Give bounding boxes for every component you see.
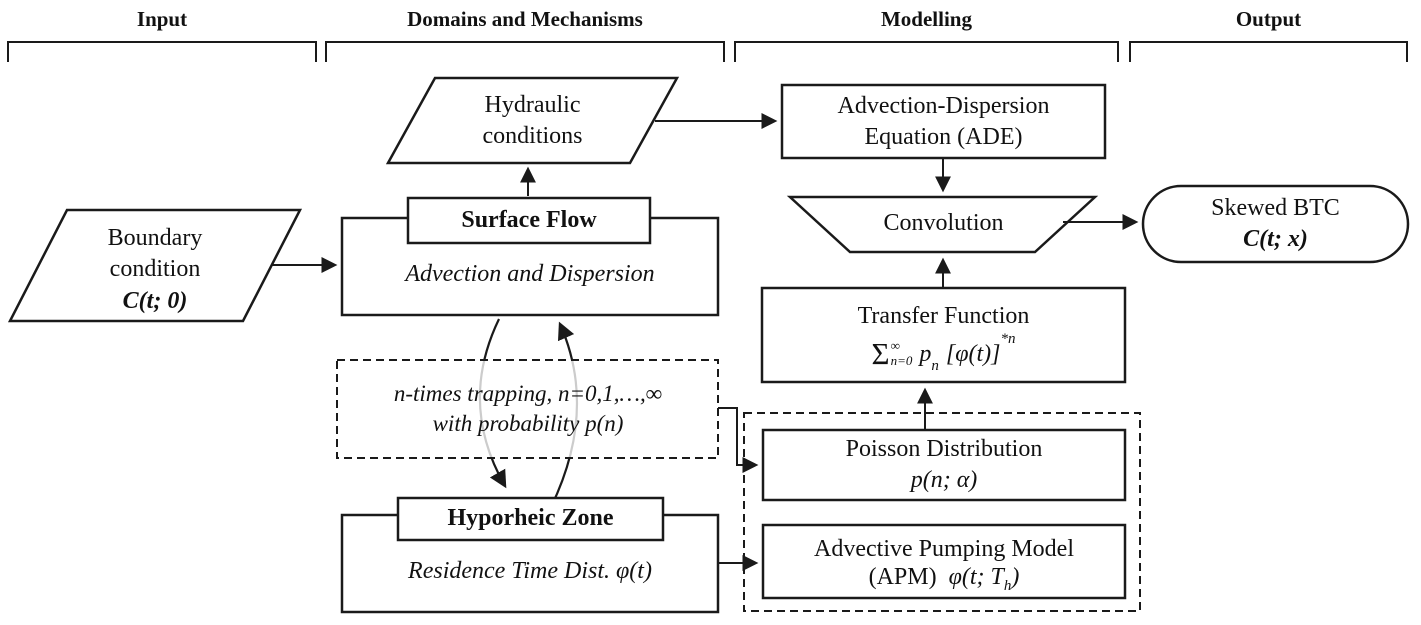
section-header-output-label: Output (1235, 7, 1302, 32)
trapping-note-line2: with probability p(n) (432, 411, 624, 436)
section-header-modelling: Modelling (735, 5, 1118, 35)
apm-abbrev: (APM) (868, 564, 937, 591)
sigma-limits: ∞ n=0 (890, 337, 913, 369)
hydraulic-conditions-line1: Hydraulic (484, 91, 581, 118)
hyporheic-zone-subtitle-label: Residence Time Dist. φ(t) (408, 558, 652, 585)
modelling-dashed-container (743, 412, 1141, 612)
transfer-function-title: Transfer Function (857, 302, 1030, 329)
poisson-node: Poisson Distribution p(n; α) (763, 432, 1125, 498)
convolution-shape (786, 195, 1099, 254)
skewed-btc-shape (1141, 184, 1410, 264)
hydraulic-conditions-line2: conditions (482, 123, 583, 149)
transfer-function-formula: Σ ∞ n=0 p n [φ(t)] *n (871, 332, 1016, 374)
poisson-box (761, 428, 1127, 502)
ade-line2: Equation (ADE) (864, 124, 1023, 150)
transfer-function-node: Transfer Function Σ ∞ n=0 p n [φ(t)] *n (762, 293, 1125, 377)
bracket-input (7, 41, 317, 62)
convolution-label: Convolution (883, 210, 1004, 237)
boundary-condition-formula: C(t; 0) (122, 287, 188, 314)
convolution-node: Convolution (820, 198, 1067, 250)
formula-exponent: *n (1000, 331, 1016, 348)
hyporheic-zone-title: Hyporheic Zone (398, 498, 663, 540)
hydraulic-conditions-shape (385, 76, 680, 165)
ade-line1: Advection-Dispersion (837, 92, 1050, 119)
apm-formula: (APM) φ(t; T h ) (868, 564, 1020, 594)
section-header-output: Output (1130, 5, 1407, 35)
apm-phi: φ(t; T (948, 564, 1004, 591)
trapping-note-line1: n-times trapping, n=0,1,…,∞ (393, 381, 663, 407)
sigma-lower-limit: n=0 (890, 352, 913, 368)
hyporheic-zone-subtitle: Residence Time Dist. φ(t) (342, 540, 718, 604)
boundary-condition-line2: condition (109, 256, 201, 283)
poisson-line1: Poisson Distribution (845, 435, 1043, 462)
boundary-condition-shape (7, 208, 303, 323)
section-header-input-label: Input (136, 7, 188, 32)
sigma-symbol: Σ (871, 336, 890, 372)
bracket-domains (325, 41, 725, 62)
trapping-note: n-times trapping, n=0,1,…,∞ with probabi… (345, 362, 711, 456)
skewed-btc-line1: Skewed BTC (1211, 194, 1340, 221)
probability-subscript: n (931, 358, 939, 375)
section-header-domains-label: Domains and Mechanisms (407, 7, 643, 32)
section-header-domains: Domains and Mechanisms (326, 5, 724, 35)
apm-line1: Advective Pumping Model (814, 535, 1074, 562)
sigma-upper-limit: ∞ (890, 337, 900, 353)
apm-phi-subscript: h (1003, 578, 1012, 595)
apm-node: Advective Pumping Model (APM) φ(t; T h ) (763, 527, 1125, 596)
formula-body: [φ(t)] (945, 340, 1001, 367)
probability-symbol: p (919, 340, 932, 367)
hyporheic-zone-label-box (396, 496, 665, 542)
apm-phi-close: ) (1011, 564, 1020, 591)
surface-flow-subtitle: Advection and Dispersion (342, 243, 718, 307)
bracket-modelling (734, 41, 1119, 62)
surface-flow-title: Surface Flow (408, 198, 650, 243)
apm-box (761, 523, 1127, 600)
surface-flow-subtitle-label: Advection and Dispersion (405, 261, 655, 288)
poisson-formula: p(n; α) (910, 467, 978, 493)
skewed-btc-node: Skewed BTC C(t; x) (1143, 189, 1408, 259)
bracket-output (1129, 41, 1408, 62)
surface-flow-title-label: Surface Flow (461, 206, 597, 233)
skewed-btc-formula: C(t; x) (1243, 226, 1308, 252)
section-header-input: Input (8, 5, 316, 35)
section-header-modelling-label: Modelling (880, 7, 972, 32)
connector-trapping-to-poisson (718, 407, 759, 473)
ade-node: Advection-Dispersion Equation (ADE) (782, 87, 1105, 157)
transfer-function-box (760, 286, 1127, 384)
boundary-condition-line1: Boundary (107, 225, 203, 252)
boundary-condition-node: Boundary condition C(t; 0) (40, 220, 270, 320)
hydraulic-conditions-node: Hydraulic conditions (405, 82, 660, 160)
trapping-note-box (336, 359, 719, 459)
surface-flow-label-box (406, 196, 652, 245)
hyporheic-zone-title-label: Hyporheic Zone (447, 505, 614, 532)
